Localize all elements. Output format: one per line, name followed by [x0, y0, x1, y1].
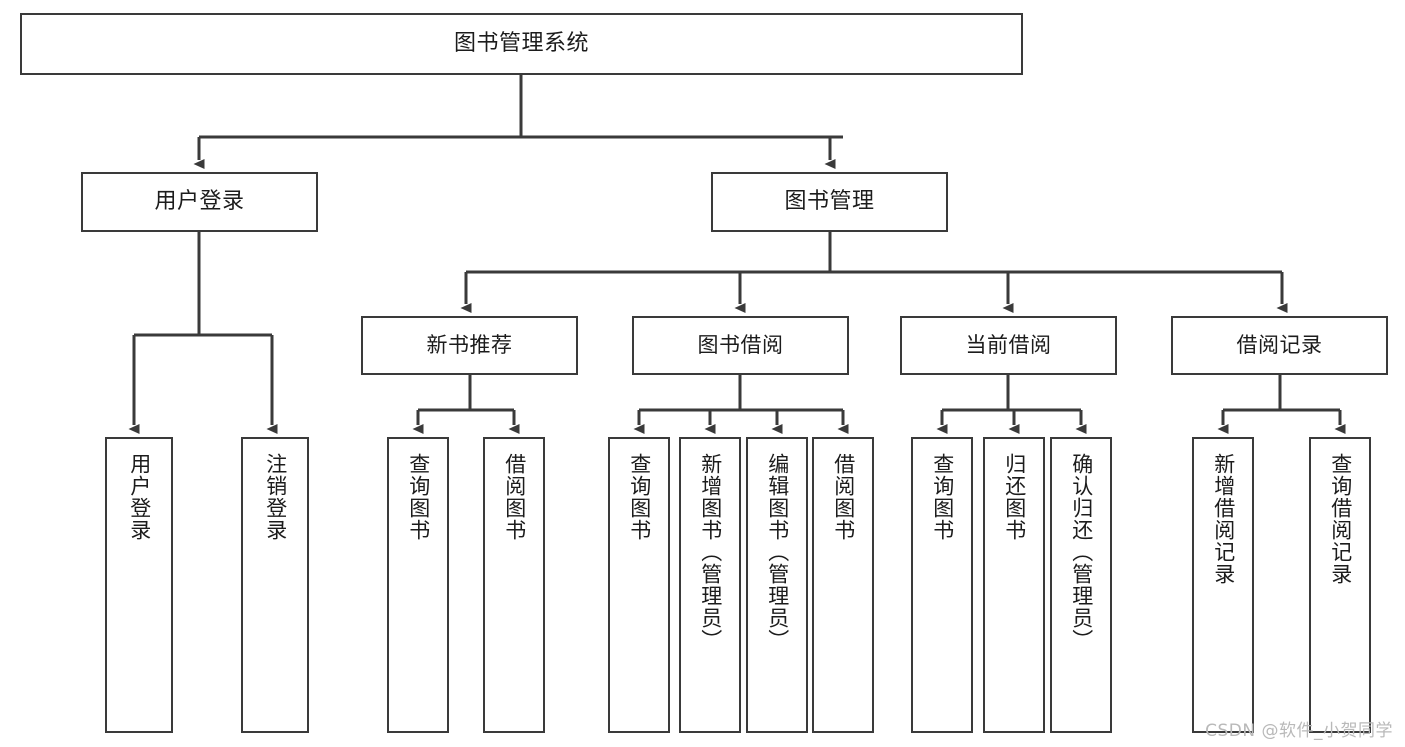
node-leaf[interactable]: 借阅图书 — [812, 437, 874, 733]
node-leaf[interactable]: 编辑图书（管理员） — [746, 437, 808, 733]
node-leaf-label: 查询图书 — [930, 453, 955, 541]
node-book-management-label: 图书管理 — [784, 189, 875, 215]
node-borrow-record[interactable]: 借阅记录 — [1171, 316, 1388, 375]
node-leaf-label: 新增借阅记录 — [1211, 453, 1236, 585]
node-leaf[interactable]: 查询借阅记录 — [1309, 437, 1371, 733]
node-leaf-label: 查询图书 — [406, 453, 431, 541]
node-user-login[interactable]: 用户登录 — [81, 172, 318, 232]
node-leaf-label: 编辑图书（管理员） — [765, 453, 790, 651]
node-leaf-label: 归还图书 — [1002, 453, 1027, 541]
node-user-login-label: 用户登录 — [154, 189, 245, 215]
node-leaf-label: 借阅图书 — [831, 453, 856, 541]
node-borrow-record-label: 借阅记录 — [1236, 333, 1323, 358]
node-leaf-label: 注销登录 — [263, 453, 288, 541]
csdn-watermark: CSDN @软件_小贺同学 — [1205, 721, 1393, 741]
node-new-book-recommend[interactable]: 新书推荐 — [361, 316, 578, 375]
node-root-system[interactable]: 图书管理系统 — [20, 13, 1023, 75]
node-leaf[interactable]: 注销登录 — [241, 437, 309, 733]
node-leaf[interactable]: 归还图书 — [983, 437, 1045, 733]
node-book-management[interactable]: 图书管理 — [711, 172, 948, 232]
node-book-borrow-label: 图书借阅 — [697, 333, 784, 358]
node-current-borrow-label: 当前借阅 — [965, 333, 1052, 358]
node-leaf[interactable]: 借阅图书 — [483, 437, 545, 733]
node-leaf-label: 查询图书 — [627, 453, 652, 541]
node-leaf-label: 查询借阅记录 — [1328, 453, 1353, 585]
node-leaf-label: 借阅图书 — [502, 453, 527, 541]
node-leaf[interactable]: 查询图书 — [608, 437, 670, 733]
node-new-book-recommend-label: 新书推荐 — [426, 333, 513, 358]
node-leaf-label: 用户登录 — [127, 453, 152, 541]
node-root-system-label: 图书管理系统 — [453, 31, 589, 57]
node-leaf-label: 确认归还（管理员） — [1069, 453, 1094, 651]
node-leaf[interactable]: 查询图书 — [387, 437, 449, 733]
node-leaf-label: 新增图书（管理员） — [698, 453, 723, 651]
node-leaf[interactable]: 新增借阅记录 — [1192, 437, 1254, 733]
node-leaf[interactable]: 用户登录 — [105, 437, 173, 733]
node-leaf[interactable]: 新增图书（管理员） — [679, 437, 741, 733]
node-current-borrow[interactable]: 当前借阅 — [900, 316, 1117, 375]
node-book-borrow[interactable]: 图书借阅 — [632, 316, 849, 375]
node-leaf[interactable]: 查询图书 — [911, 437, 973, 733]
node-leaf[interactable]: 确认归还（管理员） — [1050, 437, 1112, 733]
